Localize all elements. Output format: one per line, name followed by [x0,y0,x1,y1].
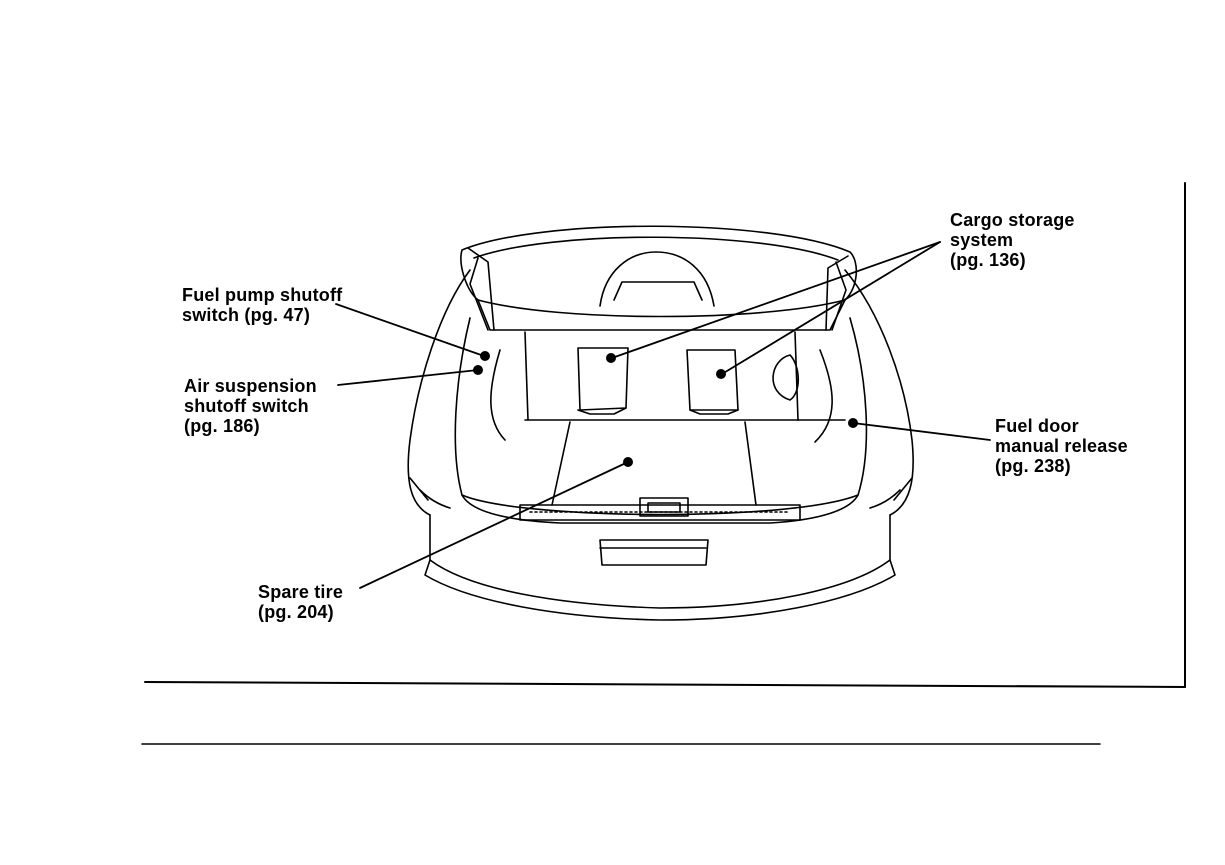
callout-leaders [336,242,990,588]
liftgate-struts [468,248,848,330]
callout-text: (pg. 136) [950,250,1075,270]
cargo-storage-panels [578,348,738,414]
liftgate [461,226,856,330]
dot-air-suspension [473,365,483,375]
leader-fuel-door [853,423,990,440]
callout-text: system [950,230,1075,250]
dot-fuel-pump [480,351,490,361]
dot-spare-tire [623,457,633,467]
callout-text: shutoff switch [184,396,317,416]
callout-text: switch (pg. 47) [182,305,342,325]
callout-text: Fuel pump shutoff [182,285,342,305]
callout-spare-tire: Spare tire (pg. 204) [258,582,343,622]
callout-air-suspension: Air suspension shutoff switch (pg. 186) [184,376,317,436]
leader-air-suspension [338,370,478,385]
callout-dots [473,351,858,467]
callout-cargo-storage: Cargo storage system (pg. 136) [950,210,1075,270]
callout-text: Spare tire [258,582,343,602]
callout-text: Cargo storage [950,210,1075,230]
callout-text: (pg. 238) [995,456,1128,476]
callout-fuel-pump-shutoff: Fuel pump shutoff switch (pg. 47) [182,285,342,325]
frame-bottom-line [145,682,1185,687]
callout-fuel-door: Fuel door manual release (pg. 238) [995,416,1128,476]
cargo-area [455,318,866,523]
dot-cargo-2 [716,369,726,379]
leader-spare-tire [360,462,628,588]
callout-text: manual release [995,436,1128,456]
callout-text: Fuel door [995,416,1128,436]
leader-fuel-pump [336,304,484,356]
callout-text: (pg. 186) [184,416,317,436]
dot-fuel-door [848,418,858,428]
callout-text: (pg. 204) [258,602,343,622]
dot-cargo-1 [606,353,616,363]
callout-text: Air suspension [184,376,317,396]
vehicle-body [408,270,913,620]
